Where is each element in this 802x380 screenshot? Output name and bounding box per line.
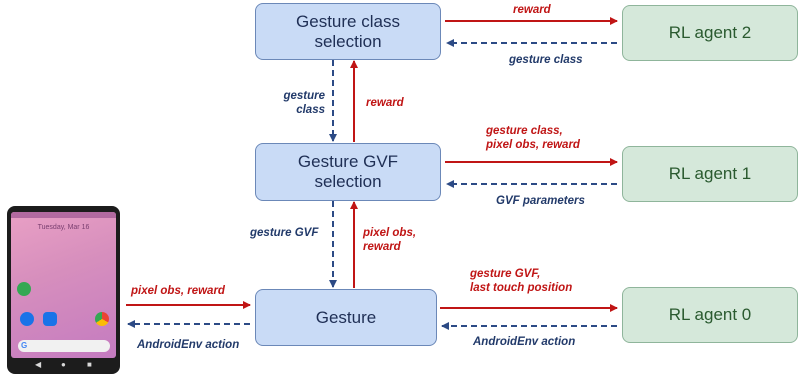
status-bar <box>11 212 116 218</box>
to-agent1-label-1: gesture class, <box>486 125 563 137</box>
messages-app-icon <box>43 312 57 326</box>
androidenv-action-label-phone: AndroidEnv action <box>137 339 240 351</box>
gesture-label: Gesture <box>315 307 377 327</box>
google-search-bar: G <box>18 340 110 352</box>
google-icon: G <box>21 341 28 350</box>
gesture-gvf-selection-label: Gesture GVF selection <box>297 152 399 191</box>
rl-agent-0-label: RL agent 0 <box>668 305 752 324</box>
reward-label-agent2: reward <box>513 4 551 16</box>
maps-app-icon <box>17 282 31 296</box>
gesture-class-selection-label: Gesture class selection <box>296 11 400 51</box>
pixel-obs-up-label-1: pixel obs, <box>363 227 417 239</box>
gesture-box: Gesture <box>255 289 437 346</box>
lock-date: Tuesday, Mar 16 <box>37 224 90 231</box>
rl-agent-1-label: RL agent 1 <box>668 164 752 183</box>
androidenv-action-label-agent0: AndroidEnv action <box>473 336 576 348</box>
phone-to-gesture-label: pixel obs, reward <box>131 285 225 297</box>
phone-app-icon <box>20 312 34 326</box>
rl-agent-2-box: RL agent 2 <box>622 5 798 61</box>
gesture-class-down-label-1: gesture <box>283 90 325 102</box>
phone-nav-bar: ◀ ● ■ <box>11 358 116 372</box>
to-agent0-label-1: gesture GVF, <box>470 268 541 280</box>
gesture-gvf-selection-box: Gesture GVF selection <box>255 143 441 201</box>
gesture-gvf-down-label: gesture GVF <box>250 227 319 239</box>
gesture-class-selection-box: Gesture class selection <box>255 3 441 60</box>
to-agent0-label-2: last touch position <box>470 282 573 294</box>
recents-nav-icon: ■ <box>87 360 92 369</box>
gvf-parameters-label: GVF parameters <box>496 195 585 207</box>
gesture-class-down-label-2: class <box>296 104 325 116</box>
rl-agent-1-box: RL agent 1 <box>622 146 798 202</box>
android-phone-screen: Tuesday, Mar 16 G <box>11 212 116 358</box>
pixel-obs-up-label-2: reward <box>363 241 401 253</box>
rl-agent-0-box: RL agent 0 <box>622 287 798 343</box>
to-agent1-label-2: pixel obs, reward <box>486 139 580 151</box>
gesture-class-label-agent2: gesture class <box>509 54 583 66</box>
chrome-app-icon <box>95 312 109 326</box>
rl-agent-2-label: RL agent 2 <box>668 23 752 42</box>
back-nav-icon: ◀ <box>35 360 42 369</box>
reward-up-label: reward <box>366 97 404 109</box>
home-nav-icon: ● <box>61 360 66 369</box>
